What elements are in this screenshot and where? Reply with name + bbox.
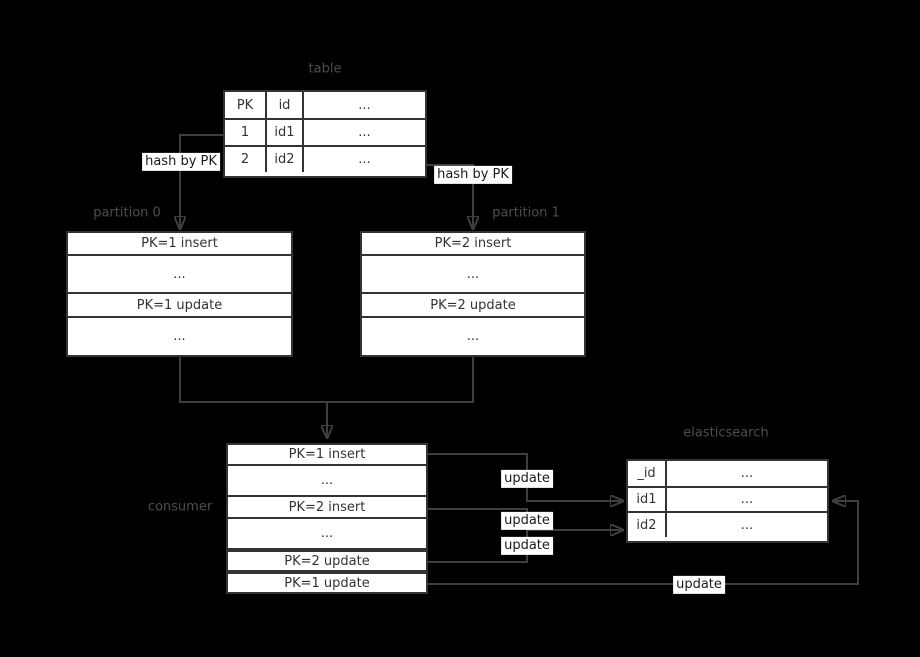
partition0-label: partition 0	[93, 205, 161, 221]
partition-row: PK=2 update	[362, 292, 584, 316]
partition-row: ...	[68, 254, 291, 292]
partition-row: ...	[362, 316, 584, 355]
wire-table-to-partition0	[180, 134, 223, 229]
partition1-box: PK=2 insert ... PK=2 update ...	[360, 231, 586, 357]
es-cell: _id	[637, 466, 656, 481]
partition1-label: partition 1	[492, 205, 560, 221]
partition-row: PK=2 insert	[434, 236, 512, 251]
update-label-id1-right: update	[673, 575, 725, 595]
es-cell: id1	[628, 486, 665, 511]
source-table: PK id ... 1 id1 ... 2 id2 ...	[223, 90, 427, 178]
consumer-row: PK=1 update	[228, 570, 426, 592]
consumer-row: PK=2 update	[228, 548, 426, 570]
table-cell: id1	[265, 118, 302, 145]
consumer-label: consumer	[147, 499, 213, 515]
partition-row: PK=1 insert	[141, 236, 218, 251]
table-label: table	[308, 61, 342, 77]
table-cell: ...	[302, 145, 425, 172]
table-cell: 2	[225, 145, 265, 172]
consumer-row: PK=2 insert	[228, 495, 426, 517]
update-label-id1: update	[501, 469, 553, 489]
wire-partition0-merge	[179, 357, 327, 403]
table-cell: 1	[225, 118, 265, 145]
es-cell: ...	[665, 511, 827, 537]
es-cell: ...	[665, 486, 827, 511]
table-cell: id2	[265, 145, 302, 172]
wire-table-to-partition1	[427, 164, 473, 229]
table-cell: id	[265, 92, 302, 118]
wire-partition1-merge	[327, 357, 474, 403]
consumer-row: ...	[228, 517, 426, 548]
partition-row: ...	[68, 316, 291, 355]
hash-by-pk-left-label: hash by PK	[142, 152, 220, 172]
partition-row: ...	[362, 254, 584, 292]
consumer-row: ...	[228, 464, 426, 495]
update-label-id2-insert: update	[501, 511, 553, 531]
es-cell: id2	[628, 511, 665, 537]
elasticsearch-label: elasticsearch	[683, 425, 769, 441]
table-cell: PK	[236, 97, 254, 113]
update-label-id2-update: update	[501, 536, 553, 556]
table-cell: ...	[302, 118, 425, 145]
consumer-box: PK=1 insert ... PK=2 insert ... PK=2 upd…	[226, 443, 428, 594]
partition0-box: PK=1 insert ... PK=1 update ...	[66, 231, 293, 357]
hash-by-pk-right-label: hash by PK	[434, 165, 512, 185]
partition-row: PK=1 update	[68, 292, 291, 316]
table-cell: ...	[302, 92, 425, 118]
wire-pk1update-to-id1	[428, 501, 859, 585]
elasticsearch-table: _id ... id1 ... id2 ...	[626, 459, 829, 543]
consumer-row: PK=1 insert	[288, 447, 366, 462]
es-cell: ...	[665, 461, 827, 486]
